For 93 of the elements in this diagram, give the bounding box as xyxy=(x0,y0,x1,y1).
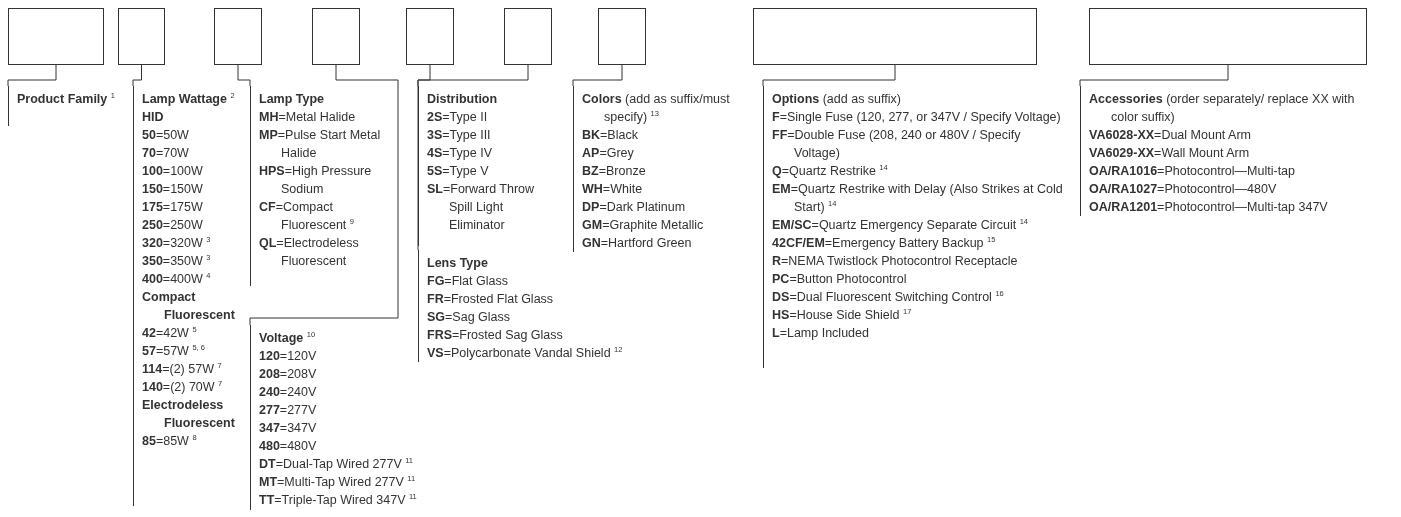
section-heading: Colors (add as suffix/must specify) $^{13}$ xyxy=(582,91,731,126)
code-entry: DT=Dual-Tap Wired 277V $^{11}$ xyxy=(259,455,415,473)
section-heading: Voltage $^{10}$ xyxy=(259,329,317,347)
connector-line xyxy=(237,64,251,87)
code-entry: QL=Electrodeless Fluorescent xyxy=(259,235,360,270)
order-code-box xyxy=(753,8,1037,65)
code-entry: 140=(2) 70W $^{7}$ xyxy=(142,378,224,396)
code-entry: WH=White xyxy=(582,181,644,198)
code-entry: 120=120V xyxy=(259,348,318,365)
section-heading: Product Family $^{1}$ xyxy=(17,90,116,108)
order-code-box xyxy=(214,8,262,65)
code-entry: HID xyxy=(142,109,165,126)
code-entry: 42CF/EM=Emergency Battery Backup $^{15}$ xyxy=(772,234,997,252)
code-entry: 350=350W $^{3}$ xyxy=(142,252,212,270)
code-entry: 175=175W xyxy=(142,199,204,216)
code-entry: VS=Polycarbonate Vandal Shield $^{12}$ xyxy=(427,344,624,362)
code-entry: PC=Button Photocontrol xyxy=(772,271,908,288)
order-code-box xyxy=(118,8,165,65)
code-entry: Compact Fluorescent xyxy=(142,289,236,324)
section-heading: Lamp Type xyxy=(259,91,326,108)
code-entry: MH=Metal Halide xyxy=(259,109,357,126)
code-entry: FRS=Frosted Sag Glass xyxy=(427,327,564,344)
code-entry: SG=Sag Glass xyxy=(427,309,512,326)
connector-line xyxy=(1079,64,1229,87)
connector-line xyxy=(7,64,57,87)
code-entry: AP=Grey xyxy=(582,145,635,162)
code-entry: FF=Double Fuse (208, 240 or 480V / Specify Voltage) xyxy=(772,127,1022,162)
code-entry: HPS=High Pressure Sodium xyxy=(259,163,373,198)
code-entry: 240=240V xyxy=(259,384,318,401)
code-entry: 347=347V xyxy=(259,420,318,437)
code-entry: EM=Quartz Restrike with Delay (Also Strikes at Cold Start) $^{14}$ xyxy=(772,181,1063,216)
code-entry: 320=320W $^{3}$ xyxy=(142,234,212,252)
code-list-bracket xyxy=(250,325,420,510)
code-entry: OA/RA1201=Photocontrol—Multi-tap 347V xyxy=(1089,199,1329,216)
code-entry: 2S=Type II xyxy=(427,109,489,126)
order-code-box xyxy=(1089,8,1367,65)
section-heading: Lamp Wattage $^{2}$ xyxy=(142,90,236,108)
code-entry: DS=Dual Fluorescent Switching Control $^{16}$ xyxy=(772,288,1005,306)
code-entry: 57=57W $^{5, 6}$ xyxy=(142,342,206,360)
connector-line xyxy=(249,64,399,326)
code-entry: 5S=Type V xyxy=(427,163,490,180)
connector-line xyxy=(132,64,142,87)
code-entry: 85=85W $^{8}$ xyxy=(142,432,198,450)
code-entry: F=Single Fuse (120, 277, or 347V / Specify Voltage) xyxy=(772,109,1062,126)
code-entry: 100=100W xyxy=(142,163,204,180)
section-heading: Accessories (order separately/ replace XX with color suffix) xyxy=(1089,91,1356,126)
order-code-box xyxy=(406,8,454,65)
code-entry: 4S=Type IV xyxy=(427,145,493,162)
order-code-box xyxy=(8,8,104,65)
code-entry: 114=(2) 57W $^{7}$ xyxy=(142,360,223,378)
code-entry: FR=Frosted Flat Glass xyxy=(427,291,555,308)
connector-line xyxy=(417,64,529,251)
order-code-box xyxy=(504,8,552,65)
code-entry: DP=Dark Platinum xyxy=(582,199,687,216)
code-entry: SL=Forward Throw Spill Light Eliminator xyxy=(427,181,536,234)
code-entry: 42=42W $^{5}$ xyxy=(142,324,198,342)
code-entry: MP=Pulse Start Metal Halide xyxy=(259,127,382,162)
code-entry: CF=Compact Fluorescent $^{9}$ xyxy=(259,199,355,234)
code-entry: Q=Quartz Restrike $^{14}$ xyxy=(772,162,889,180)
code-entry: 3S=Type III xyxy=(427,127,492,144)
code-entry: BZ=Bronze xyxy=(582,163,647,180)
code-entry: BK=Black xyxy=(582,127,639,144)
code-entry: 480=480V xyxy=(259,438,318,455)
code-entry: OA/RA1016=Photocontrol—Multi-tap xyxy=(1089,163,1296,180)
code-entry: HS=House Side Shield $^{17}$ xyxy=(772,306,913,324)
code-entry: R=NEMA Twistlock Photocontrol Receptacle xyxy=(772,253,1019,270)
code-list-bracket xyxy=(133,86,238,506)
code-entry: Electrodeless Fluorescent xyxy=(142,397,236,432)
code-entry: 208=208V xyxy=(259,366,318,383)
code-entry: L=Lamp Included xyxy=(772,325,870,342)
code-entry: 50=50W xyxy=(142,127,190,144)
code-entry: MT=Multi-Tap Wired 277V $^{11}$ xyxy=(259,473,417,491)
code-entry: TT=Triple-Tap Wired 347V $^{11}$ xyxy=(259,491,418,509)
section-heading: Lens Type xyxy=(427,255,489,272)
code-entry: VA6029-XX=Wall Mount Arm xyxy=(1089,145,1251,162)
code-list-bracket xyxy=(763,86,1063,368)
code-entry: GN=Hartford Green xyxy=(582,235,693,252)
order-code-box xyxy=(598,8,646,65)
code-entry: FG=Flat Glass xyxy=(427,273,509,290)
code-entry: OA/RA1027=Photocontrol—480V xyxy=(1089,181,1278,198)
order-code-box xyxy=(312,8,360,65)
connector-line xyxy=(762,64,896,87)
code-entry: 277=277V xyxy=(259,402,318,419)
connector-line xyxy=(572,64,623,87)
code-entry: 70=70W xyxy=(142,145,190,162)
code-entry: 250=250W xyxy=(142,217,204,234)
section-heading: Options (add as suffix) xyxy=(772,91,902,108)
code-entry: 150=150W xyxy=(142,181,204,198)
code-entry: EM/SC=Quartz Emergency Separate Circuit $^{14}$ xyxy=(772,216,1029,234)
section-heading: Distribution xyxy=(427,91,499,108)
code-entry: VA6028-XX=Dual Mount Arm xyxy=(1089,127,1252,144)
code-entry: 400=400W $^{4}$ xyxy=(142,270,212,288)
code-entry: GM=Graphite Metallic xyxy=(582,217,705,234)
